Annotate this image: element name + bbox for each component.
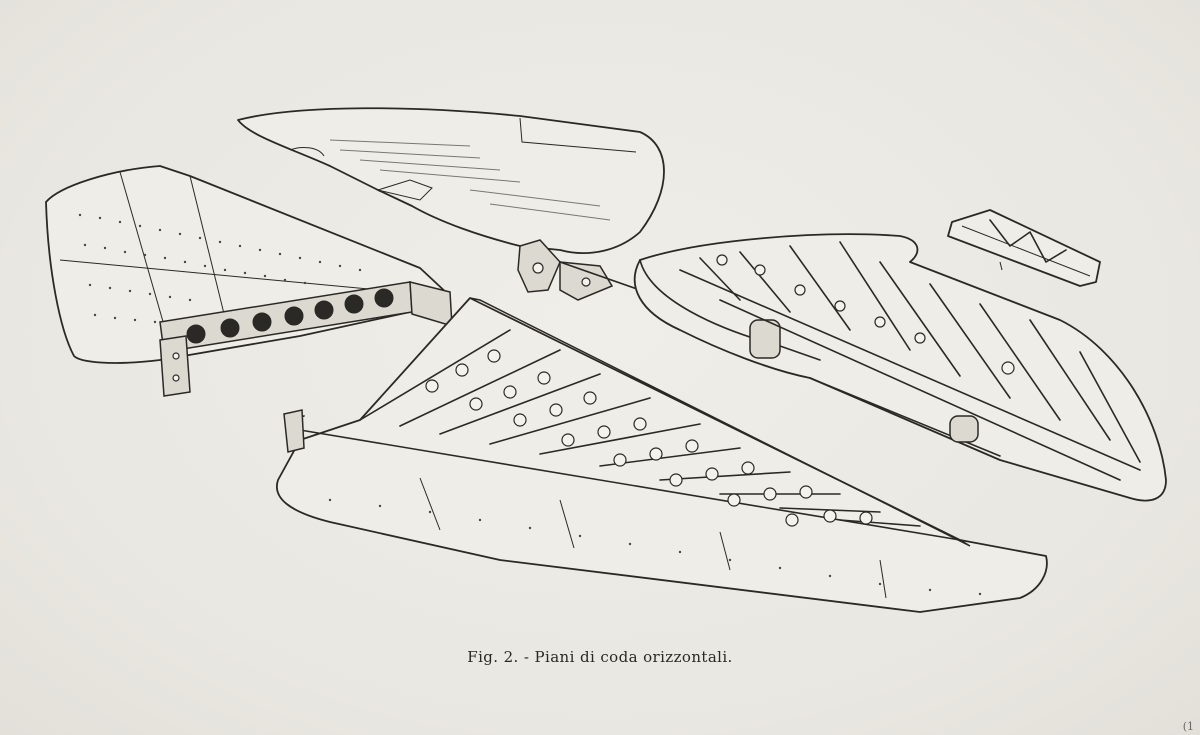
tail-plane-drawing	[45, 107, 1167, 613]
right-stabilizer-framework	[633, 233, 1167, 502]
elevator-skin-upper	[237, 107, 665, 301]
trim-tab-frame	[947, 209, 1101, 287]
page-mark: (1	[1182, 720, 1194, 733]
elevator-framework-lower	[276, 297, 1048, 613]
figure-caption: Fig. 2. - Piani di coda orizzontali.	[467, 648, 733, 666]
left-stabilizer-skinned	[45, 165, 453, 397]
